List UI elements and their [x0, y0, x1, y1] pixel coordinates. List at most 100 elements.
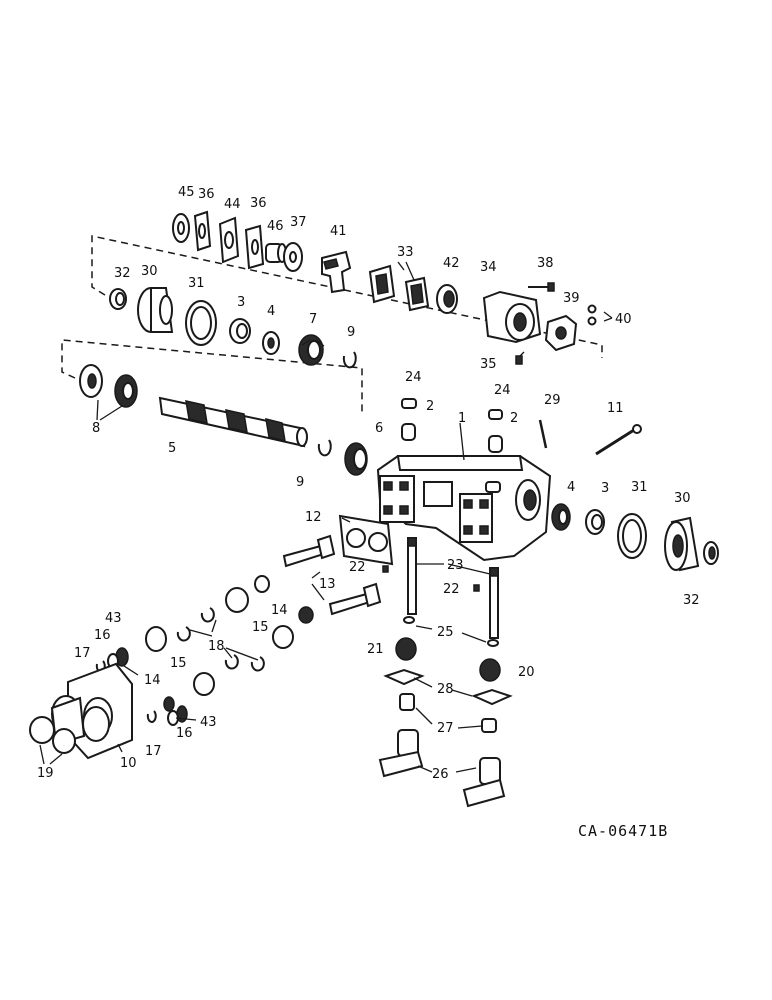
pin-22-right — [473, 584, 480, 592]
callout-36: 36 — [250, 196, 267, 211]
balls-25 — [403, 616, 499, 647]
gear-7 — [298, 334, 324, 366]
callout-2: 2 — [510, 411, 518, 426]
callout-35: 35 — [480, 357, 497, 372]
callout-21: 21 — [367, 642, 384, 657]
callout-38: 38 — [537, 256, 554, 271]
callout-30: 30 — [674, 491, 691, 506]
bushing-2-right — [488, 435, 503, 453]
cup-3-right — [585, 509, 605, 535]
callout-4: 4 — [567, 480, 575, 495]
pinion-shafts-13 — [282, 534, 382, 616]
washer-45 — [172, 213, 190, 243]
upper-group-bracket — [91, 235, 603, 358]
callout-41: 41 — [330, 224, 347, 239]
callout-34: 34 — [480, 260, 497, 275]
collar-42 — [436, 284, 458, 314]
callout-32: 32 — [114, 266, 131, 281]
bushings-27 — [399, 693, 497, 733]
bearing-4-left — [262, 331, 280, 355]
gear-14-bottom — [163, 696, 175, 712]
retainer-30-right — [664, 516, 700, 572]
callout-15: 15 — [252, 620, 269, 635]
callout-9: 9 — [347, 325, 355, 340]
callout-14: 14 — [271, 603, 288, 618]
rod-11 — [595, 424, 642, 456]
pin-29 — [538, 419, 548, 449]
callout-31: 31 — [631, 480, 648, 495]
shim-36-left — [193, 210, 212, 252]
callout-16: 16 — [176, 726, 193, 741]
callout-39: 39 — [563, 291, 580, 306]
callout-45: 45 — [178, 185, 195, 200]
callout-22: 22 — [349, 560, 366, 575]
callout-4: 4 — [267, 304, 275, 319]
gear-39 — [544, 314, 578, 352]
callout-29: 29 — [544, 393, 561, 408]
gear-6 — [344, 442, 368, 476]
callout-labels: 45 36 44 36 46 37 41 33 42 34 38 39 40 3… — [37, 185, 700, 782]
callout-20: 20 — [518, 665, 535, 680]
callout-5: 5 — [168, 441, 176, 456]
callout-32: 32 — [683, 593, 700, 608]
callout-10: 10 — [120, 756, 137, 771]
bolt-38 — [528, 282, 555, 292]
callout-33: 33 — [397, 245, 414, 260]
gaskets-28 — [383, 668, 513, 706]
gear-14-top — [254, 575, 314, 624]
callout-18: 18 — [208, 639, 225, 654]
callout-7: 7 — [309, 312, 317, 327]
callout-26: 26 — [432, 767, 449, 782]
bearing-4-right — [551, 503, 571, 531]
drawing-id: CA-06471B — [578, 822, 668, 840]
callout-23: 23 — [447, 558, 464, 573]
bushing-2-left — [401, 423, 416, 441]
callout-15: 15 — [170, 656, 187, 671]
arms-26 — [378, 729, 506, 808]
leader-lines — [39, 261, 613, 773]
callout-30: 30 — [141, 264, 158, 279]
callout-36: 36 — [198, 187, 215, 202]
callout-3: 3 — [601, 481, 609, 496]
callout-1: 1 — [458, 411, 466, 426]
plug-35 — [515, 355, 523, 365]
callout-19: 19 — [37, 766, 54, 781]
spacer-46 — [265, 243, 287, 263]
shafts-23 — [407, 537, 499, 639]
gasket-31-right — [617, 513, 647, 559]
fork-41 — [321, 250, 352, 294]
shaft-group-bracket — [61, 339, 363, 416]
cap-24-left — [401, 398, 417, 409]
plate-44 — [218, 216, 240, 264]
callout-25: 25 — [437, 625, 454, 640]
gasket-31-left — [185, 300, 217, 346]
bushing-15-bottom — [145, 626, 215, 696]
callout-13: 13 — [319, 577, 336, 592]
cap-24-right — [488, 409, 503, 420]
callout-42: 42 — [443, 256, 460, 271]
callout-37: 37 — [290, 215, 307, 230]
callout-24: 24 — [405, 370, 422, 385]
gear-21 — [395, 637, 417, 661]
caps-19 — [29, 716, 76, 754]
pin-22-left — [382, 565, 389, 573]
callout-12: 12 — [305, 510, 322, 525]
coupler-33 — [368, 264, 430, 312]
washer-37 — [283, 242, 303, 272]
callout-14: 14 — [144, 673, 161, 688]
callout-8: 8 — [92, 421, 100, 436]
shim-36-right — [244, 224, 265, 270]
snap-ring-9-top — [342, 351, 357, 369]
bearing-set-8 — [79, 364, 138, 408]
callout-16: 16 — [94, 628, 111, 643]
callout-3: 3 — [237, 295, 245, 310]
callout-11: 11 — [607, 401, 624, 416]
callout-43: 43 — [200, 715, 217, 730]
callout-9: 9 — [296, 475, 304, 490]
callout-44: 44 — [224, 197, 241, 212]
snap-ring-9-bottom — [317, 439, 332, 457]
nuts-40 — [587, 304, 597, 326]
callout-6: 6 — [375, 421, 383, 436]
callout-40: 40 — [615, 312, 632, 327]
